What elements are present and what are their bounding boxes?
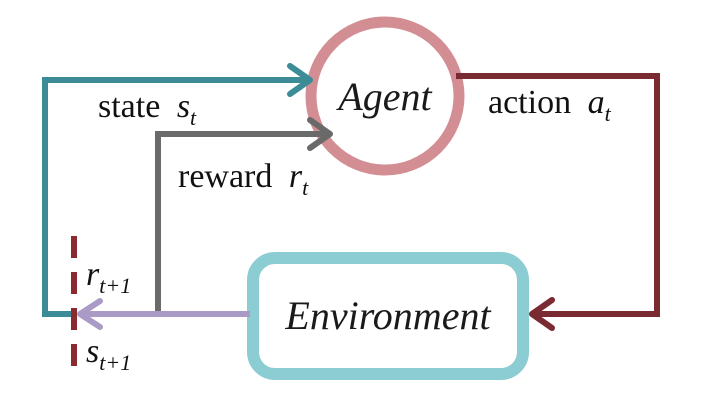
state-label: state st <box>98 88 197 130</box>
environment-label: Environment <box>284 293 491 338</box>
feedback-arrowhead <box>77 298 103 330</box>
reward-arrow <box>155 131 326 314</box>
next-state-label: st+1 <box>86 333 131 375</box>
state-arrow <box>42 77 306 317</box>
action-label: action at <box>488 84 612 126</box>
next-reward-label: rt+1 <box>86 256 131 298</box>
action-arrowhead <box>529 297 555 331</box>
action-arrow <box>456 73 660 317</box>
reward-label: reward rt <box>178 158 309 200</box>
state-arrowhead <box>287 63 313 97</box>
agent-label: Agent <box>335 74 432 119</box>
agent-node <box>305 16 465 176</box>
reward-arrowhead <box>307 117 333 151</box>
environment-node <box>247 252 529 380</box>
